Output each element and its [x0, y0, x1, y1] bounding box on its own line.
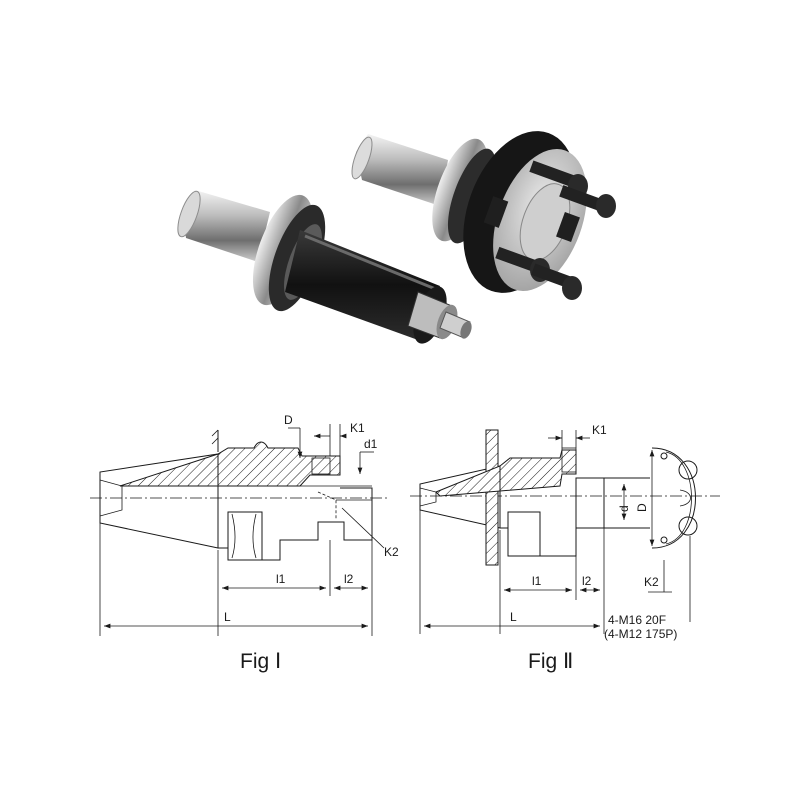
tool-holder-photo-2 [351, 131, 616, 300]
fig2-label-K1: K1 [592, 423, 607, 437]
fig2-bolt-spec-alt: (4-M12 175P) [604, 627, 677, 641]
fig1-drawing [90, 424, 390, 636]
fig1-label-D: D [284, 413, 293, 427]
fig1-label-d1: d1 [364, 437, 378, 451]
fig2-drawing [410, 429, 720, 634]
fig2-label-l2: l2 [582, 574, 592, 588]
fig1-label-K1: K1 [350, 421, 365, 435]
fig1-label-l1: l1 [276, 572, 286, 586]
fig2-label-D: D [635, 503, 649, 512]
fig2-label-K2: K2 [644, 575, 659, 589]
fig2-caption: Fig Ⅱ [528, 650, 573, 673]
fig1-caption: Fig Ⅰ [240, 650, 281, 673]
fig2-label-d: d [617, 505, 631, 512]
fig1-label-l2: l2 [344, 572, 354, 586]
fig2-label-L: L [510, 610, 517, 624]
fig1-label-L: L [224, 610, 231, 624]
fig1-label-K2: K2 [384, 545, 399, 559]
fig2-label-l1: l1 [532, 574, 542, 588]
tool-holder-photo-1 [177, 190, 472, 344]
fig2-bolt-spec: 4-M16 20F [608, 613, 666, 627]
